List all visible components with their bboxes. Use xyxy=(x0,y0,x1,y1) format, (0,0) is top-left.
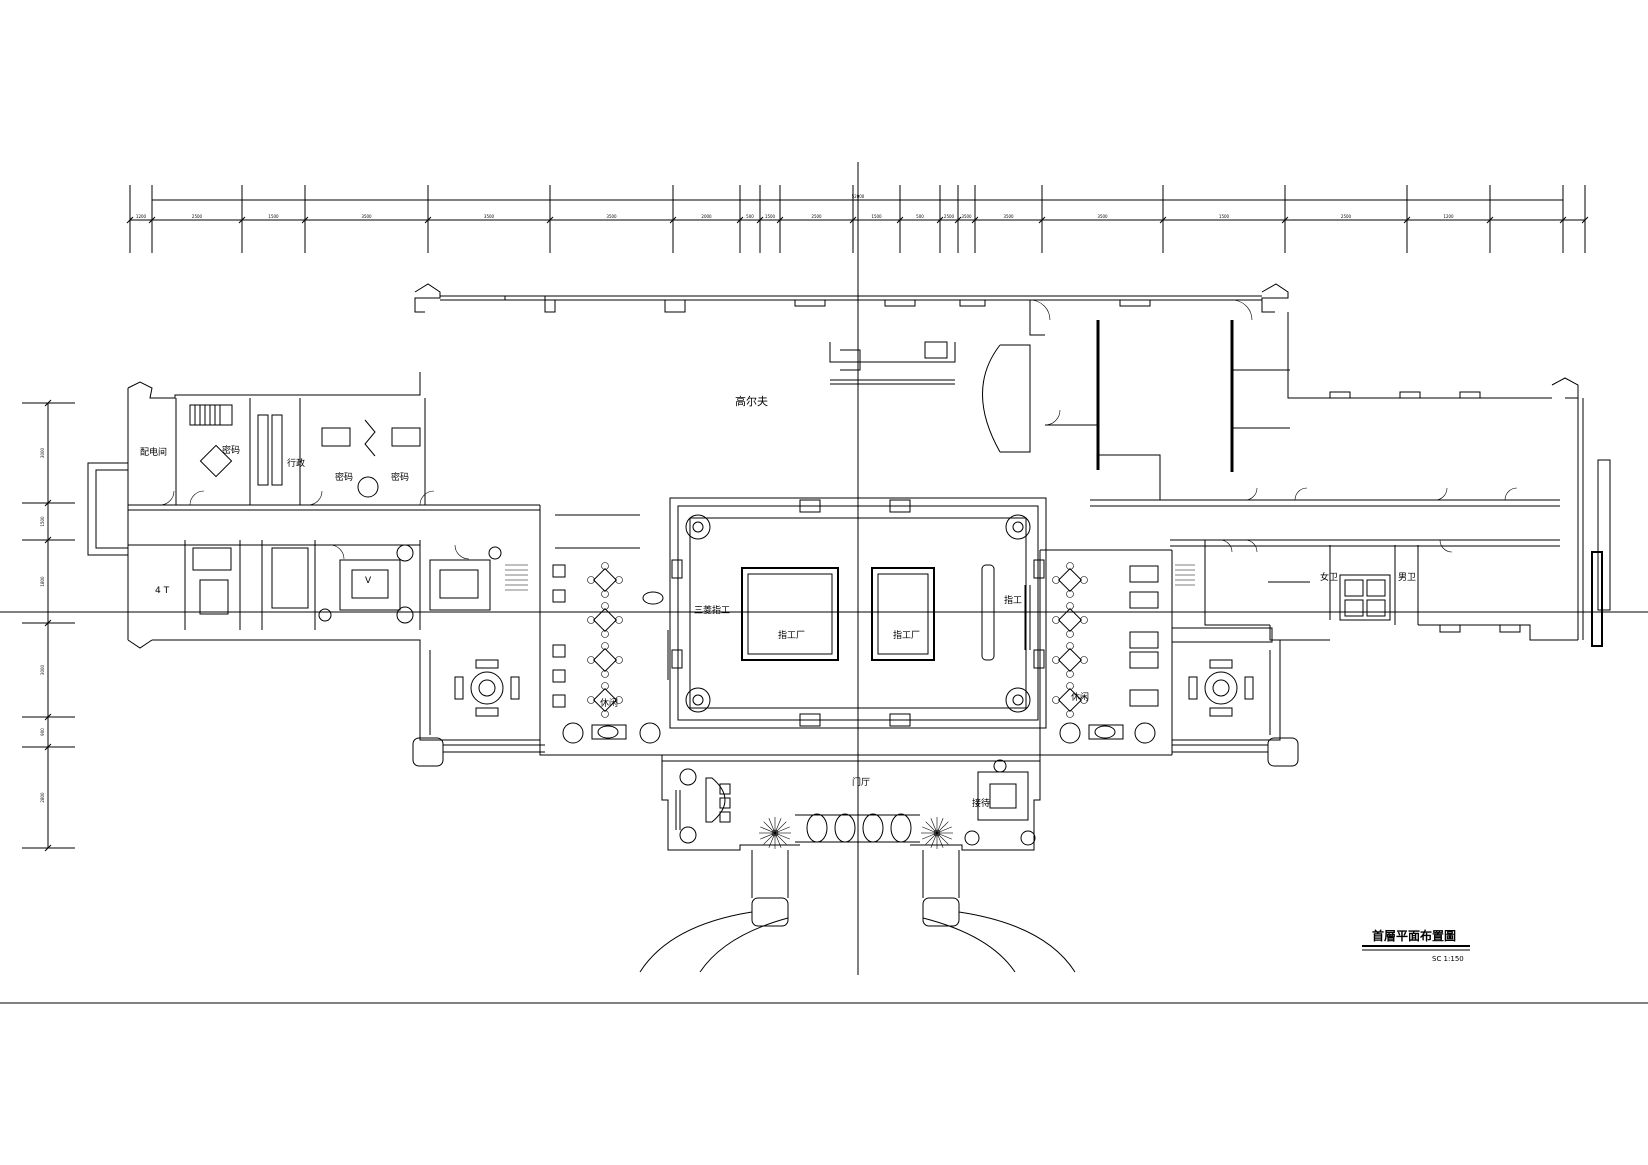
main-hall: 指工厂 指工厂 三菱指工 指工 xyxy=(667,497,1047,729)
dining-right-label: 休闲 xyxy=(1071,691,1089,703)
plant xyxy=(771,829,779,837)
top-dimension-value: 3500 xyxy=(361,214,372,219)
top-dimension-value: 1500 xyxy=(765,214,776,219)
entrance-hall-label: 门厅 xyxy=(852,776,870,788)
chair xyxy=(601,642,609,650)
chair xyxy=(1080,696,1088,704)
chair xyxy=(1052,616,1060,624)
top-dimension-value: 2500 xyxy=(811,214,822,219)
top-dimension-value: 1500 xyxy=(871,214,882,219)
drawing-scale: SC 1:150 xyxy=(1432,955,1464,963)
left-office-a-label: 密码 xyxy=(222,444,240,456)
top-dimension-value: 2500 xyxy=(192,214,203,219)
dining-table xyxy=(592,567,618,593)
chair xyxy=(1052,656,1060,664)
left-office-c-label: 密码 xyxy=(391,471,409,483)
chair xyxy=(1066,682,1074,690)
plant xyxy=(933,829,941,837)
left-office-b-label: 密码 xyxy=(335,471,353,483)
dining-table xyxy=(1057,567,1083,593)
chair xyxy=(1080,656,1088,664)
overall-dimension: 52000 xyxy=(852,194,865,199)
top-dimension-value: 500 xyxy=(916,214,924,219)
golf-wing: 高尔夫 xyxy=(414,283,1290,500)
chair xyxy=(601,710,609,718)
chair xyxy=(1052,576,1060,584)
right-small-room-b: 男卫 xyxy=(1398,572,1416,583)
top-dimension-value: 1500 xyxy=(268,214,279,219)
main-hall-left-label: 三菱指工 xyxy=(694,604,730,616)
chair xyxy=(1066,630,1074,638)
left-office-mid-label: 行政 xyxy=(287,457,305,469)
dining-table xyxy=(592,647,618,673)
top-dimension-value: 3500 xyxy=(484,214,495,219)
left-dimension-chain: 3000 1500 1800 3000 900 2800 xyxy=(22,399,75,852)
top-dimension-value: 2500 xyxy=(1341,214,1352,219)
main-hall-right-label: 指工 xyxy=(1004,594,1022,606)
left-dimension-value: 1500 xyxy=(40,516,45,527)
chair xyxy=(601,602,609,610)
dining-table xyxy=(592,687,618,713)
chair xyxy=(615,696,623,704)
top-dimension-value: 3500 xyxy=(606,214,617,219)
chair xyxy=(587,616,595,624)
chair xyxy=(615,616,623,624)
top-dimension-chain: 52000 1200 2500 1500 3500 3500 3500 2000 500 150… xyxy=(126,185,1589,253)
golf-label: 高尔夫 xyxy=(735,394,768,408)
right-wing: 女卫 男卫 xyxy=(1090,312,1611,647)
chair xyxy=(615,656,623,664)
chair xyxy=(615,576,623,584)
right-dining-area: 休闲 xyxy=(1039,549,1299,767)
left-lounge-label: V xyxy=(365,576,372,586)
chair xyxy=(601,670,609,678)
reception-label: 接待 xyxy=(972,797,990,809)
chair xyxy=(1080,576,1088,584)
left-top-corner-label: 配电间 xyxy=(140,446,167,458)
chair xyxy=(1052,696,1060,704)
entrance: 门厅 接待 xyxy=(639,754,1076,973)
chair xyxy=(601,682,609,690)
top-dimension-value: 2500 xyxy=(944,214,955,219)
chair xyxy=(587,696,595,704)
top-dimension-value: 3500 xyxy=(961,214,972,219)
chair xyxy=(1066,670,1074,678)
top-dimension-value: 1200 xyxy=(1443,214,1454,219)
top-dimension-value: 2000 xyxy=(701,214,712,219)
left-dimension-value: 3000 xyxy=(40,664,45,675)
right-small-room-a: 女卫 xyxy=(1320,571,1338,583)
chair xyxy=(587,656,595,664)
chair xyxy=(601,562,609,570)
chair xyxy=(1066,590,1074,598)
drawing-title: 首層平面布置圖 xyxy=(1372,928,1456,943)
dining-left-label: 休闲 xyxy=(600,697,618,709)
chair xyxy=(1066,710,1074,718)
dining-table xyxy=(1057,647,1083,673)
top-dimension-value: 1200 xyxy=(136,214,147,219)
top-dimension-value: 500 xyxy=(746,214,754,219)
chair xyxy=(1066,562,1074,570)
title-block: 首層平面布置圖 SC 1:150 xyxy=(1362,928,1470,963)
left-dimension-value: 900 xyxy=(40,728,45,736)
court-right-label: 指工厂 xyxy=(893,629,920,641)
chair xyxy=(1066,642,1074,650)
left-dimension-value: 2800 xyxy=(40,792,45,803)
chair xyxy=(587,576,595,584)
chair xyxy=(601,630,609,638)
chair xyxy=(1080,616,1088,624)
dining-table xyxy=(1057,687,1083,713)
dining-table xyxy=(592,607,618,633)
chair xyxy=(1066,602,1074,610)
left-dining-area: 休闲 xyxy=(454,505,664,756)
dining-table xyxy=(1057,607,1083,633)
top-dimension-value: 1500 xyxy=(1219,214,1230,219)
left-dimension-value: 3000 xyxy=(40,447,45,458)
top-dimension-value: 3500 xyxy=(1097,214,1108,219)
left-wing: 配电间 密码 行政 密码 密码 4 T V xyxy=(87,372,545,767)
court-left-label: 指工厂 xyxy=(778,629,805,641)
left-bottom-corner-label: 4 T xyxy=(155,586,170,596)
top-dimension-value: 3500 xyxy=(1003,214,1014,219)
chair xyxy=(601,590,609,598)
left-dimension-value: 1800 xyxy=(40,576,45,587)
